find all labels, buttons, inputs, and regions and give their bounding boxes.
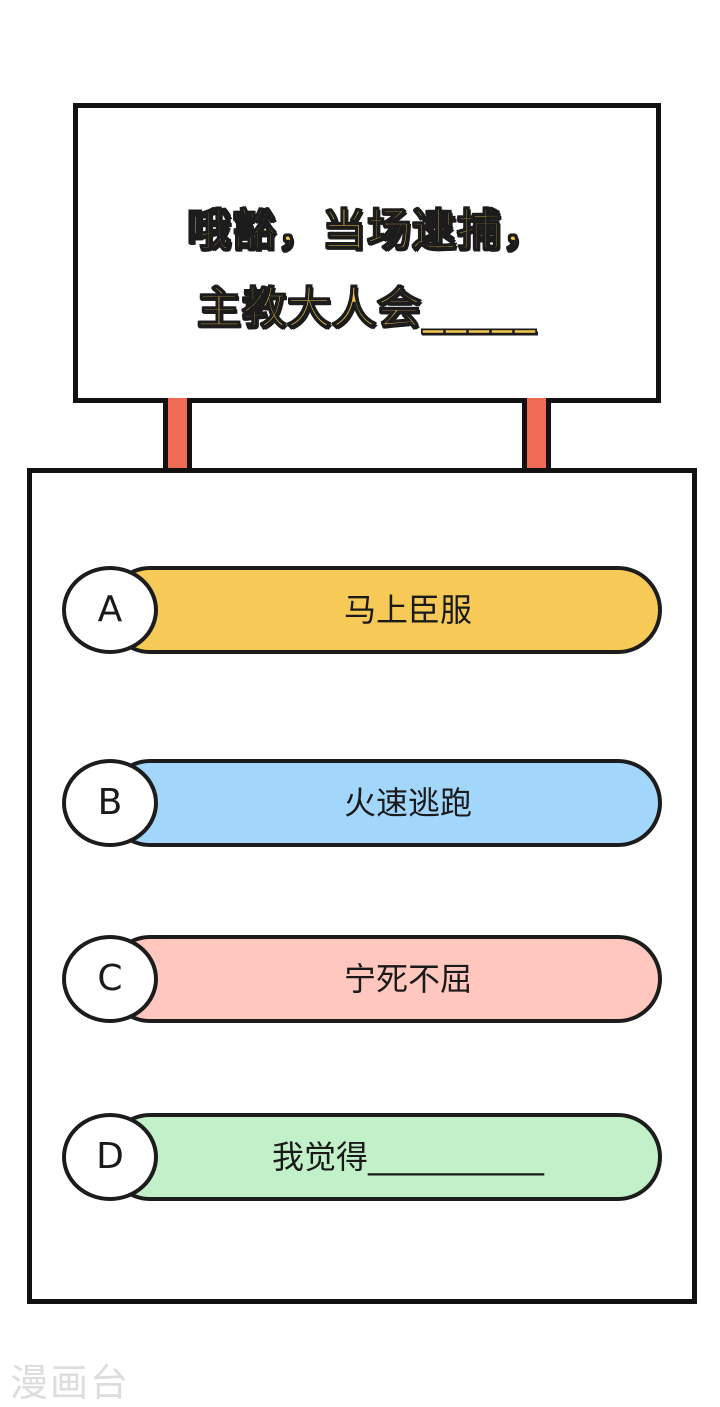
option-d-letter: D — [96, 1136, 124, 1177]
option-b-label: 火速逃跑 — [343, 784, 472, 822]
option-b-letter: B — [97, 782, 123, 823]
option-d-bar[interactable] — [106, 1113, 662, 1201]
option-d-badge — [62, 1113, 158, 1201]
option-c-letter: C — [97, 958, 123, 999]
sign-post-left — [163, 398, 192, 470]
option-c-badge — [62, 935, 158, 1023]
option-b-bar[interactable] — [106, 759, 662, 847]
option-a-letter: A — [97, 589, 123, 630]
option-a-bar[interactable] — [106, 566, 662, 654]
question-line-1: 哦豁，当场逮捕， — [186, 204, 547, 257]
option-c-button[interactable]: 宁死不屈 C — [62, 935, 662, 1023]
question-sign: 哦豁，当场逮捕， 主教大人会_____ — [73, 103, 661, 403]
option-b-button[interactable]: 火速逃跑 B — [62, 759, 662, 847]
question-line-2: 主教大人会_____ — [196, 282, 537, 335]
option-a-button[interactable]: 马上臣服 A — [62, 566, 662, 654]
watermark-logo: 漫画台 — [10, 1361, 131, 1405]
option-b-badge — [62, 759, 158, 847]
option-c-label: 宁死不屈 — [343, 960, 472, 998]
option-c-bar[interactable] — [106, 935, 662, 1023]
sign-post-right — [522, 398, 551, 470]
option-a-label: 马上臣服 — [343, 591, 472, 629]
option-d-button[interactable]: 我觉得___________ D — [62, 1113, 662, 1201]
option-a-badge — [62, 566, 158, 654]
option-d-label: 我觉得___________ — [271, 1138, 544, 1176]
